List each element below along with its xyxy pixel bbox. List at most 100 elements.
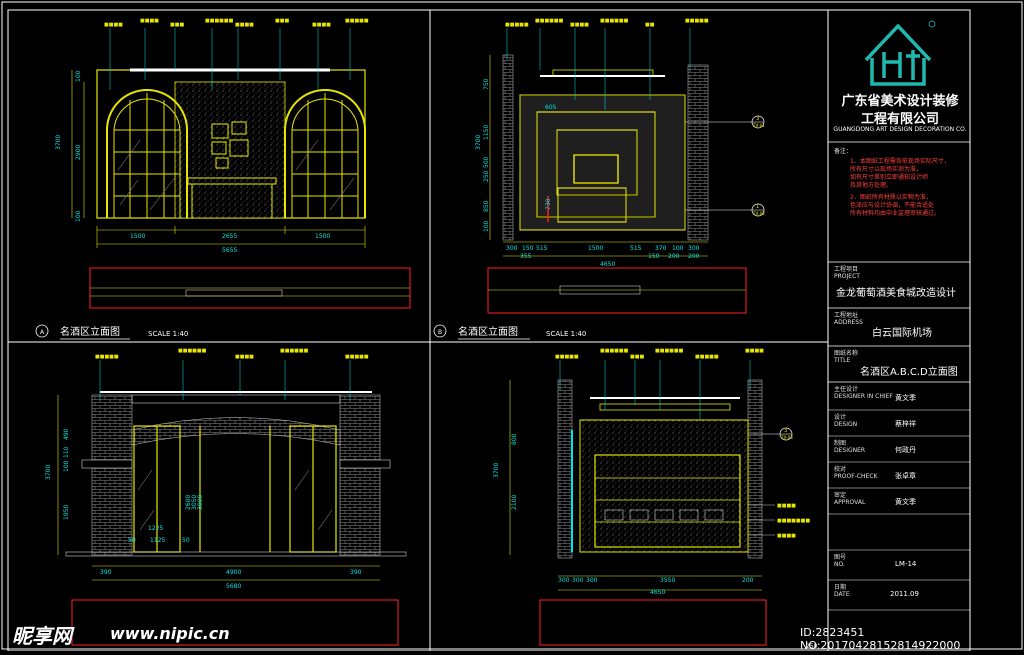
caption-b: B 名酒区立面图 SCALE 1:40 <box>433 324 586 340</box>
svg-text:3700: 3700 <box>493 463 500 478</box>
svg-text:1500: 1500 <box>588 245 603 252</box>
drawing-title-label: 图纸名称 <box>834 350 859 357</box>
designer-label-en: DESIGN <box>834 421 858 428</box>
svg-text:1125: 1125 <box>150 537 165 544</box>
plan-strip-b <box>487 267 747 314</box>
svg-text:■■■■■■■: ■■■■■■■ <box>777 518 810 524</box>
svg-text:3: 3 <box>784 428 787 434</box>
checker-label-en: PROOF-CHECK <box>834 473 878 480</box>
svg-text:500: 500 <box>483 156 490 168</box>
svg-text:■■: ■■ <box>645 22 655 28</box>
watermark-id: ID:2823451 NO:20170428152814922000 <box>800 626 961 652</box>
notes-label: 备注： <box>834 148 853 155</box>
svg-text:名酒区立面图: 名酒区立面图 <box>458 325 518 338</box>
dim-a-h2: 2900 <box>75 145 82 160</box>
note-line-6: 色泽应与设计协调，不能合适处 <box>850 202 935 209</box>
svg-text:390: 390 <box>100 569 112 576</box>
dim-c-total: 5680 <box>226 583 241 590</box>
svg-text:100: 100 <box>75 70 82 82</box>
svg-text:■■■■■: ■■■■■ <box>345 354 369 360</box>
svg-text:■■■■: ■■■■ <box>570 22 589 28</box>
note-line-5: 2、图纸所有材质以实物为准， <box>850 194 932 201</box>
svg-text:3050: 3050 <box>191 495 198 510</box>
callout-b-top: 3 ZX-01 <box>685 115 765 129</box>
svg-text:300: 300 <box>558 577 570 584</box>
elevation-d: ■■■■■■■■■■■■■■■■■■■■■■■■■■■■■ ■■■■ ■■■■■… <box>493 348 818 650</box>
svg-text:1950: 1950 <box>63 505 70 520</box>
chief-designer-label: 主任设计 <box>834 386 859 393</box>
svg-text:800: 800 <box>511 433 518 445</box>
svg-text:110: 110 <box>63 446 70 458</box>
address-label: 工程地址 <box>834 312 859 319</box>
svg-text:■■■■: ■■■■ <box>235 354 254 360</box>
callout-b-bottom: 1 ZX-02 <box>685 203 765 217</box>
svg-text:B: B <box>438 329 442 336</box>
date: 2011.09 <box>890 590 919 598</box>
svg-text:850: 850 <box>483 200 490 212</box>
dim-a-1: 1500 <box>130 233 145 240</box>
svg-text:100: 100 <box>483 220 490 232</box>
designer: 蔡梓祥 <box>895 420 916 428</box>
svg-text:390: 390 <box>350 569 362 576</box>
svg-text:■■■■■■: ■■■■■■ <box>280 348 309 354</box>
date-label: 日期 <box>834 584 847 591</box>
svg-text:■■■■■■: ■■■■■■ <box>600 18 629 24</box>
drafter-label-en: DESIGNER <box>834 447 866 454</box>
svg-text:3: 3 <box>756 116 759 122</box>
svg-text:■■■: ■■■ <box>170 22 184 28</box>
svg-text:■■■■■■: ■■■■■■ <box>205 18 234 24</box>
note-line-4: 及其他方处理。 <box>850 182 893 189</box>
svg-text:■■■■: ■■■■ <box>777 533 796 539</box>
svg-text:1: 1 <box>756 204 759 210</box>
svg-text:■■■: ■■■ <box>275 18 289 24</box>
chief-designer-label-en: DESIGNER IN CHIEF <box>834 393 893 400</box>
svg-text:■■■■: ■■■■ <box>777 503 796 509</box>
svg-text:■■■■: ■■■■ <box>140 18 159 24</box>
svg-text:■■■■■: ■■■■■ <box>555 354 579 360</box>
svg-text:50: 50 <box>128 537 136 544</box>
dim-b-total: 4650 <box>600 261 615 268</box>
date-label-en: DATE <box>834 591 850 598</box>
svg-text:100: 100 <box>75 210 82 222</box>
dim-a-height: 3700 <box>55 135 62 150</box>
svg-text:150: 150 <box>648 253 660 260</box>
svg-text:4900: 4900 <box>226 569 241 576</box>
svg-text:300: 300 <box>506 245 518 252</box>
svg-text:605: 605 <box>545 104 557 111</box>
svg-text:ZX-03: ZX-03 <box>781 435 793 440</box>
svg-text:300: 300 <box>572 577 584 584</box>
checker-label: 校对 <box>834 466 847 473</box>
svg-text:ZX-02: ZX-02 <box>753 211 765 216</box>
svg-text:■■■: ■■■ <box>630 354 644 360</box>
svg-text:■■■■■■: ■■■■■■ <box>535 18 564 24</box>
approval-label: 审定 <box>834 492 847 499</box>
svg-text:2600: 2600 <box>185 495 192 510</box>
svg-text:■■■■■■: ■■■■■■ <box>655 348 684 354</box>
elevation-b: ■■■■■■■■■■■■■■■■■■■■■■■■■■■■ 300 150 515… <box>475 18 765 314</box>
drafter: 何政丹 <box>895 446 916 454</box>
svg-text:■■■■■: ■■■■■ <box>695 354 719 360</box>
designer-label: 设计 <box>834 414 847 421</box>
svg-text:300: 300 <box>586 577 598 584</box>
svg-text:■■■■: ■■■■ <box>745 348 764 354</box>
svg-text:100: 100 <box>63 460 70 472</box>
watermark-logo: 昵享网 <box>12 624 72 648</box>
address-label-en: ADDRESS <box>834 319 863 326</box>
project-name: 金龙葡萄酒美食城改造设计 <box>836 288 956 299</box>
svg-text:250: 250 <box>483 170 490 182</box>
svg-text:1225: 1225 <box>148 525 163 532</box>
svg-text:■■■■■: ■■■■■ <box>685 18 709 24</box>
company-logo <box>864 23 932 86</box>
drawing-title-label-en: TITLE <box>834 357 851 364</box>
svg-text:150: 150 <box>522 245 534 252</box>
address-value: 白云国际机场 <box>872 328 932 339</box>
drafter-label: 制图 <box>834 440 847 447</box>
svg-text:■■■■■■: ■■■■■■ <box>178 348 207 354</box>
svg-text:ZX-01: ZX-01 <box>753 123 765 128</box>
elevation-c: ■■■■■■■■■■■■■■■■■■■■■■■■■■ 390 4900 390 … <box>45 348 407 646</box>
svg-text:■■■■: ■■■■ <box>235 22 254 28</box>
elevation-a: ■■■■■■■■■■■■■■■■■■■■■■■■■■■■■■■■■ 1500 2… <box>55 18 411 309</box>
svg-text:SCALE 1:40: SCALE 1:40 <box>148 330 188 338</box>
